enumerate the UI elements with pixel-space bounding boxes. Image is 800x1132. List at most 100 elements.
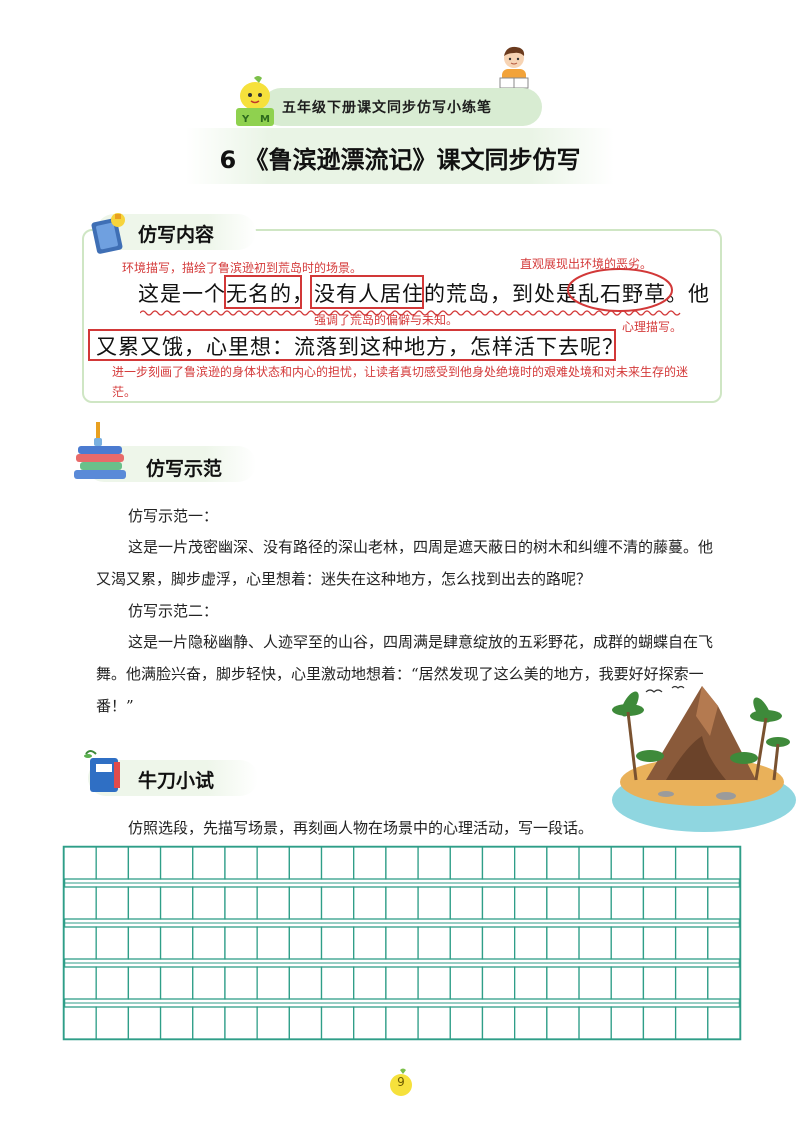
grid-cell[interactable] [707,1006,741,1040]
grid-cell[interactable] [642,1006,677,1040]
grid-cell[interactable] [514,1006,548,1040]
grid-cell[interactable] [707,846,741,880]
grid-cell[interactable] [481,966,516,1000]
grid-cell[interactable] [127,926,162,960]
grid-cell[interactable] [514,846,548,880]
grid-cell[interactable] [674,1006,709,1040]
grid-cell[interactable] [546,926,580,960]
grid-cell[interactable] [288,886,323,920]
grid-cell[interactable] [642,966,677,1000]
grid-cell[interactable] [320,846,355,880]
grid-cell[interactable] [449,846,484,880]
grid-cell[interactable] [353,966,387,1000]
grid-cell[interactable] [224,1006,258,1040]
grid-cell[interactable] [353,886,387,920]
grid-cell[interactable] [449,886,484,920]
grid-cell[interactable] [320,1006,355,1040]
grid-cell[interactable] [256,1006,290,1040]
grid-cell[interactable] [63,846,97,880]
grid-cell[interactable] [385,846,419,880]
grid-cell[interactable] [578,926,612,960]
grid-cell[interactable] [256,966,290,1000]
grid-cell[interactable] [95,886,130,920]
grid-cell[interactable] [610,846,645,880]
grid-cell[interactable] [288,1006,323,1040]
grid-cell[interactable] [63,966,97,1000]
grid-cell[interactable] [642,926,677,960]
grid-cell[interactable] [481,846,516,880]
grid-cell[interactable] [63,1006,97,1040]
grid-cell[interactable] [674,886,709,920]
grid-cell[interactable] [514,926,548,960]
grid-cell[interactable] [159,1006,194,1040]
grid-cell[interactable] [256,886,290,920]
grid-cell[interactable] [127,1006,162,1040]
grid-cell[interactable] [417,926,451,960]
grid-cell[interactable] [127,846,162,880]
grid-cell[interactable] [417,846,451,880]
grid-cell[interactable] [256,926,290,960]
grid-cell[interactable] [192,926,226,960]
grid-cell[interactable] [192,966,226,1000]
grid-cell[interactable] [159,926,194,960]
grid-cell[interactable] [578,886,612,920]
grid-cell[interactable] [192,846,226,880]
grid-cell[interactable] [514,966,548,1000]
grid-cell[interactable] [127,966,162,1000]
grid-cell[interactable] [481,886,516,920]
grid-cell[interactable] [546,1006,580,1040]
grid-cell[interactable] [288,966,323,1000]
grid-cell[interactable] [546,846,580,880]
grid-cell[interactable] [192,1006,226,1040]
grid-cell[interactable] [224,966,258,1000]
grid-cell[interactable] [546,886,580,920]
grid-cell[interactable] [353,926,387,960]
grid-cell[interactable] [224,846,258,880]
grid-cell[interactable] [320,926,355,960]
grid-cell[interactable] [385,1006,419,1040]
grid-cell[interactable] [674,846,709,880]
grid-cell[interactable] [707,926,741,960]
grid-cell[interactable] [95,926,130,960]
grid-cell[interactable] [288,846,323,880]
grid-cell[interactable] [192,886,226,920]
grid-cell[interactable] [127,886,162,920]
grid-cell[interactable] [610,886,645,920]
grid-cell[interactable] [481,1006,516,1040]
grid-cell[interactable] [610,1006,645,1040]
grid-cell[interactable] [642,886,677,920]
grid-cell[interactable] [224,926,258,960]
grid-cell[interactable] [578,846,612,880]
grid-cell[interactable] [674,926,709,960]
grid-cell[interactable] [95,1006,130,1040]
grid-cell[interactable] [707,966,741,1000]
grid-cell[interactable] [707,886,741,920]
grid-cell[interactable] [449,1006,484,1040]
grid-cell[interactable] [159,846,194,880]
grid-cell[interactable] [417,966,451,1000]
grid-cell[interactable] [385,886,419,920]
grid-cell[interactable] [642,846,677,880]
grid-cell[interactable] [63,926,97,960]
grid-cell[interactable] [320,966,355,1000]
grid-cell[interactable] [159,886,194,920]
grid-cell[interactable] [514,886,548,920]
grid-cell[interactable] [159,966,194,1000]
grid-cell[interactable] [224,886,258,920]
grid-cell[interactable] [95,846,130,880]
grid-cell[interactable] [578,966,612,1000]
grid-cell[interactable] [288,926,323,960]
grid-cell[interactable] [385,926,419,960]
grid-cell[interactable] [63,886,97,920]
grid-cell[interactable] [481,926,516,960]
grid-cell[interactable] [95,966,130,1000]
grid-cell[interactable] [417,1006,451,1040]
grid-cell[interactable] [449,926,484,960]
grid-cell[interactable] [353,1006,387,1040]
grid-cell[interactable] [578,1006,612,1040]
writing-grid[interactable] [62,845,742,1045]
grid-cell[interactable] [449,966,484,1000]
grid-cell[interactable] [674,966,709,1000]
grid-cell[interactable] [546,966,580,1000]
grid-cell[interactable] [353,846,387,880]
